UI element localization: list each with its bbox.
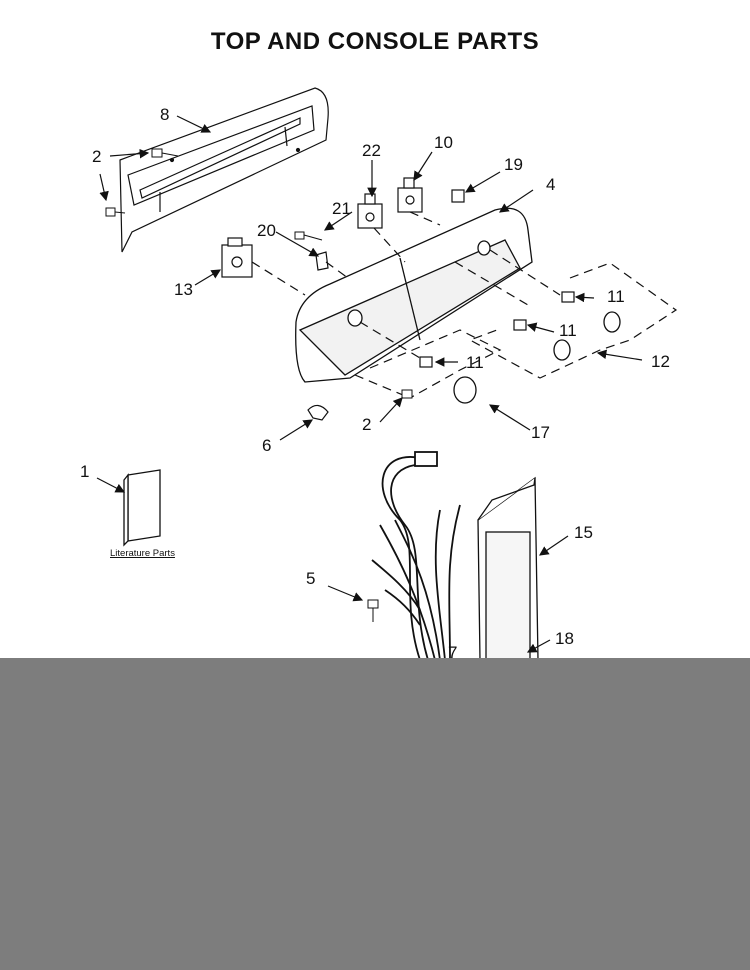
part-11-spacers xyxy=(419,291,575,368)
part-1-literature xyxy=(123,469,161,547)
callout-2-lower: 2 xyxy=(362,415,372,434)
callout-11-c: 11 xyxy=(466,353,484,372)
callout-20: 20 xyxy=(257,221,276,240)
part-20-bracket xyxy=(315,251,329,271)
leader-arrows xyxy=(96,115,643,653)
part-19-clip xyxy=(451,189,465,203)
callout-18: 18 xyxy=(555,629,574,648)
callout-12: 12 xyxy=(651,352,670,371)
callout-22: 22 xyxy=(362,141,381,160)
callout-21: 21 xyxy=(332,199,351,218)
page-title: TOP AND CONSOLE PARTS xyxy=(210,28,540,55)
gray-cover-band xyxy=(0,658,750,970)
callout-5: 5 xyxy=(306,569,316,588)
part-6-clip xyxy=(307,404,329,421)
callout-15: 15 xyxy=(574,523,593,542)
callout-6: 6 xyxy=(262,436,272,455)
callout-8: 8 xyxy=(160,105,170,124)
part-17-knob xyxy=(453,376,477,404)
part-13-timer xyxy=(221,237,253,278)
part-5-screw xyxy=(367,599,379,622)
part-15-lint-screen xyxy=(477,476,539,661)
callout-10: 10 xyxy=(434,133,453,152)
part-10-switch xyxy=(397,177,423,213)
part-8-rear-panel xyxy=(119,87,329,253)
callout-4: 4 xyxy=(546,175,556,194)
callout-2-top: 2 xyxy=(92,147,102,166)
part-21-screw xyxy=(294,231,323,241)
callout-1: 1 xyxy=(80,462,90,481)
callout-13: 13 xyxy=(174,280,193,299)
callout-11-a: 11 xyxy=(607,287,625,306)
callout-17: 17 xyxy=(531,423,550,442)
part-2-screw-left xyxy=(105,207,126,217)
callout-11-b: 11 xyxy=(559,321,577,340)
part-2-screw-top xyxy=(151,148,179,158)
part-7-wire-harness xyxy=(371,451,461,661)
literature-parts-label: Literature Parts xyxy=(110,548,175,559)
callout-7: 7 xyxy=(448,643,458,662)
part-2-screw-lower xyxy=(401,389,413,399)
part-12-knobs xyxy=(553,311,621,361)
callout-19: 19 xyxy=(504,155,523,174)
assembly-lines xyxy=(251,211,678,399)
part-22-switch xyxy=(357,193,383,229)
part-4-console xyxy=(295,207,533,383)
